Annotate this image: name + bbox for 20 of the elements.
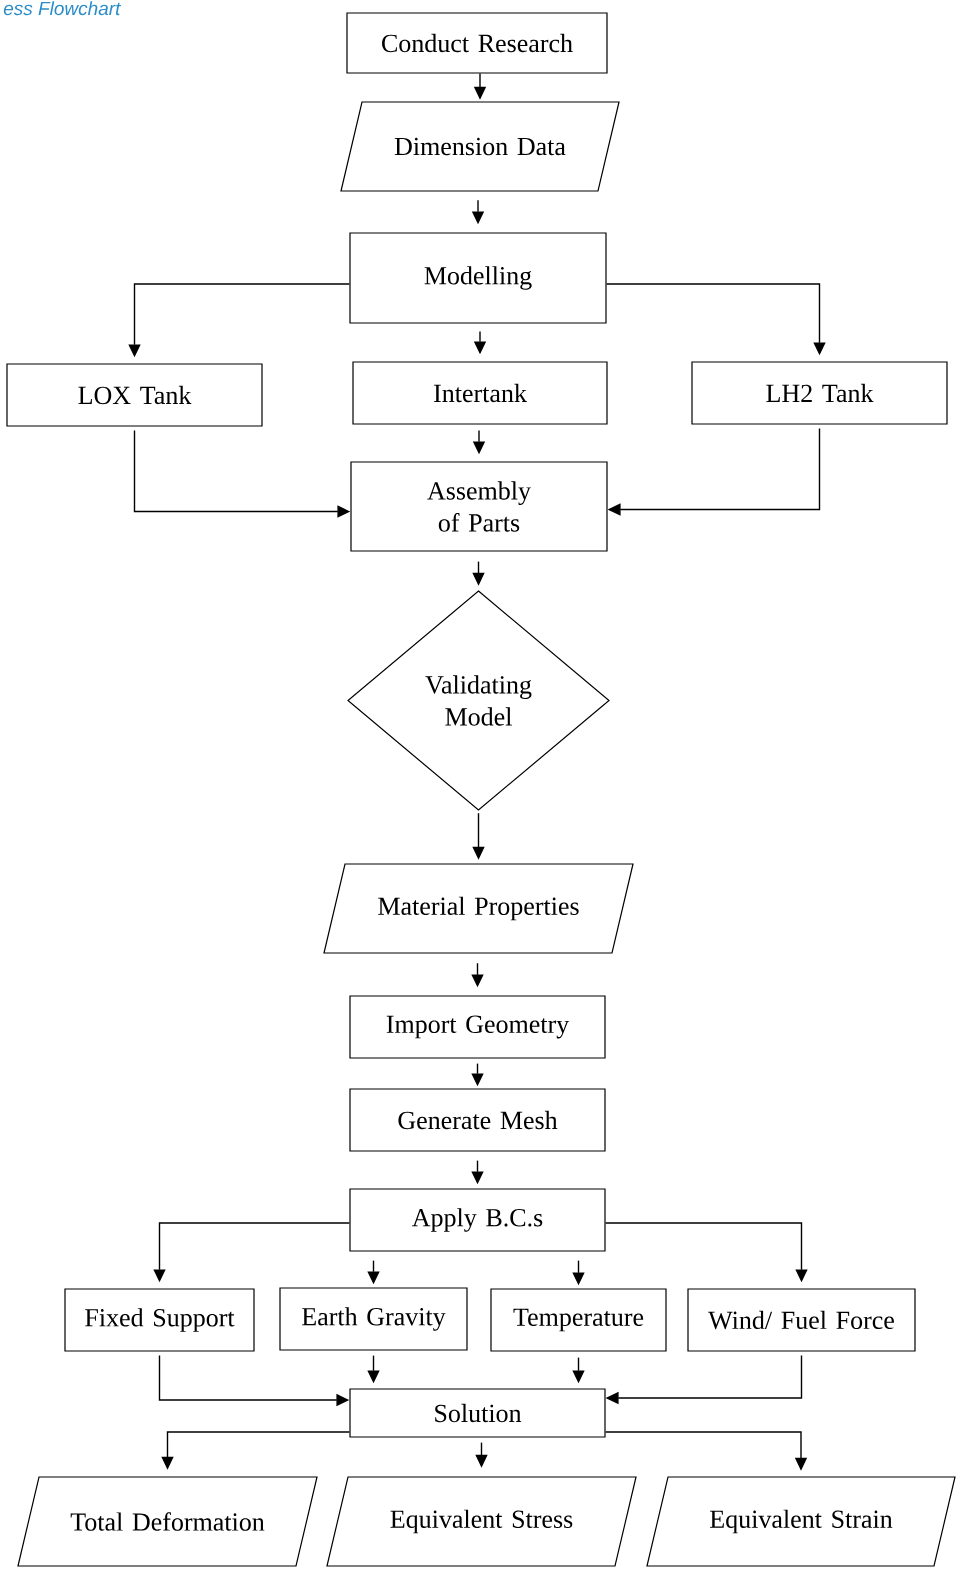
process-box: LOX Tank (6, 363, 263, 427)
process-box: Intertank (352, 361, 608, 425)
title: ess Flowchart (3, 1, 121, 16)
process-box: Wind/ Fuel Force (687, 1288, 916, 1352)
process-box: Import Geometry (349, 995, 606, 1059)
process-box: LH2 Tank (691, 361, 948, 425)
process-box: Fixed Support (64, 1288, 255, 1352)
process-box: Modelling (349, 232, 607, 324)
data-parallelogram: Material Properties (323, 863, 634, 954)
process-box: Solution (349, 1388, 606, 1438)
data-parallelogram: Total Deformation (17, 1476, 318, 1567)
process-box: Generate Mesh (349, 1088, 606, 1152)
data-parallelogram: Equivalent Stress (326, 1476, 637, 1567)
process-box: Temperature (490, 1288, 667, 1352)
data-parallelogram: Dimension Data (340, 101, 620, 192)
process-box: Apply B.C.s (349, 1188, 606, 1252)
data-parallelogram: Equivalent Strain (646, 1476, 956, 1567)
process-box: Earth Gravity (279, 1287, 468, 1351)
process-box: Conduct Research (346, 12, 608, 74)
process-box: Assembly of Parts (350, 461, 608, 552)
